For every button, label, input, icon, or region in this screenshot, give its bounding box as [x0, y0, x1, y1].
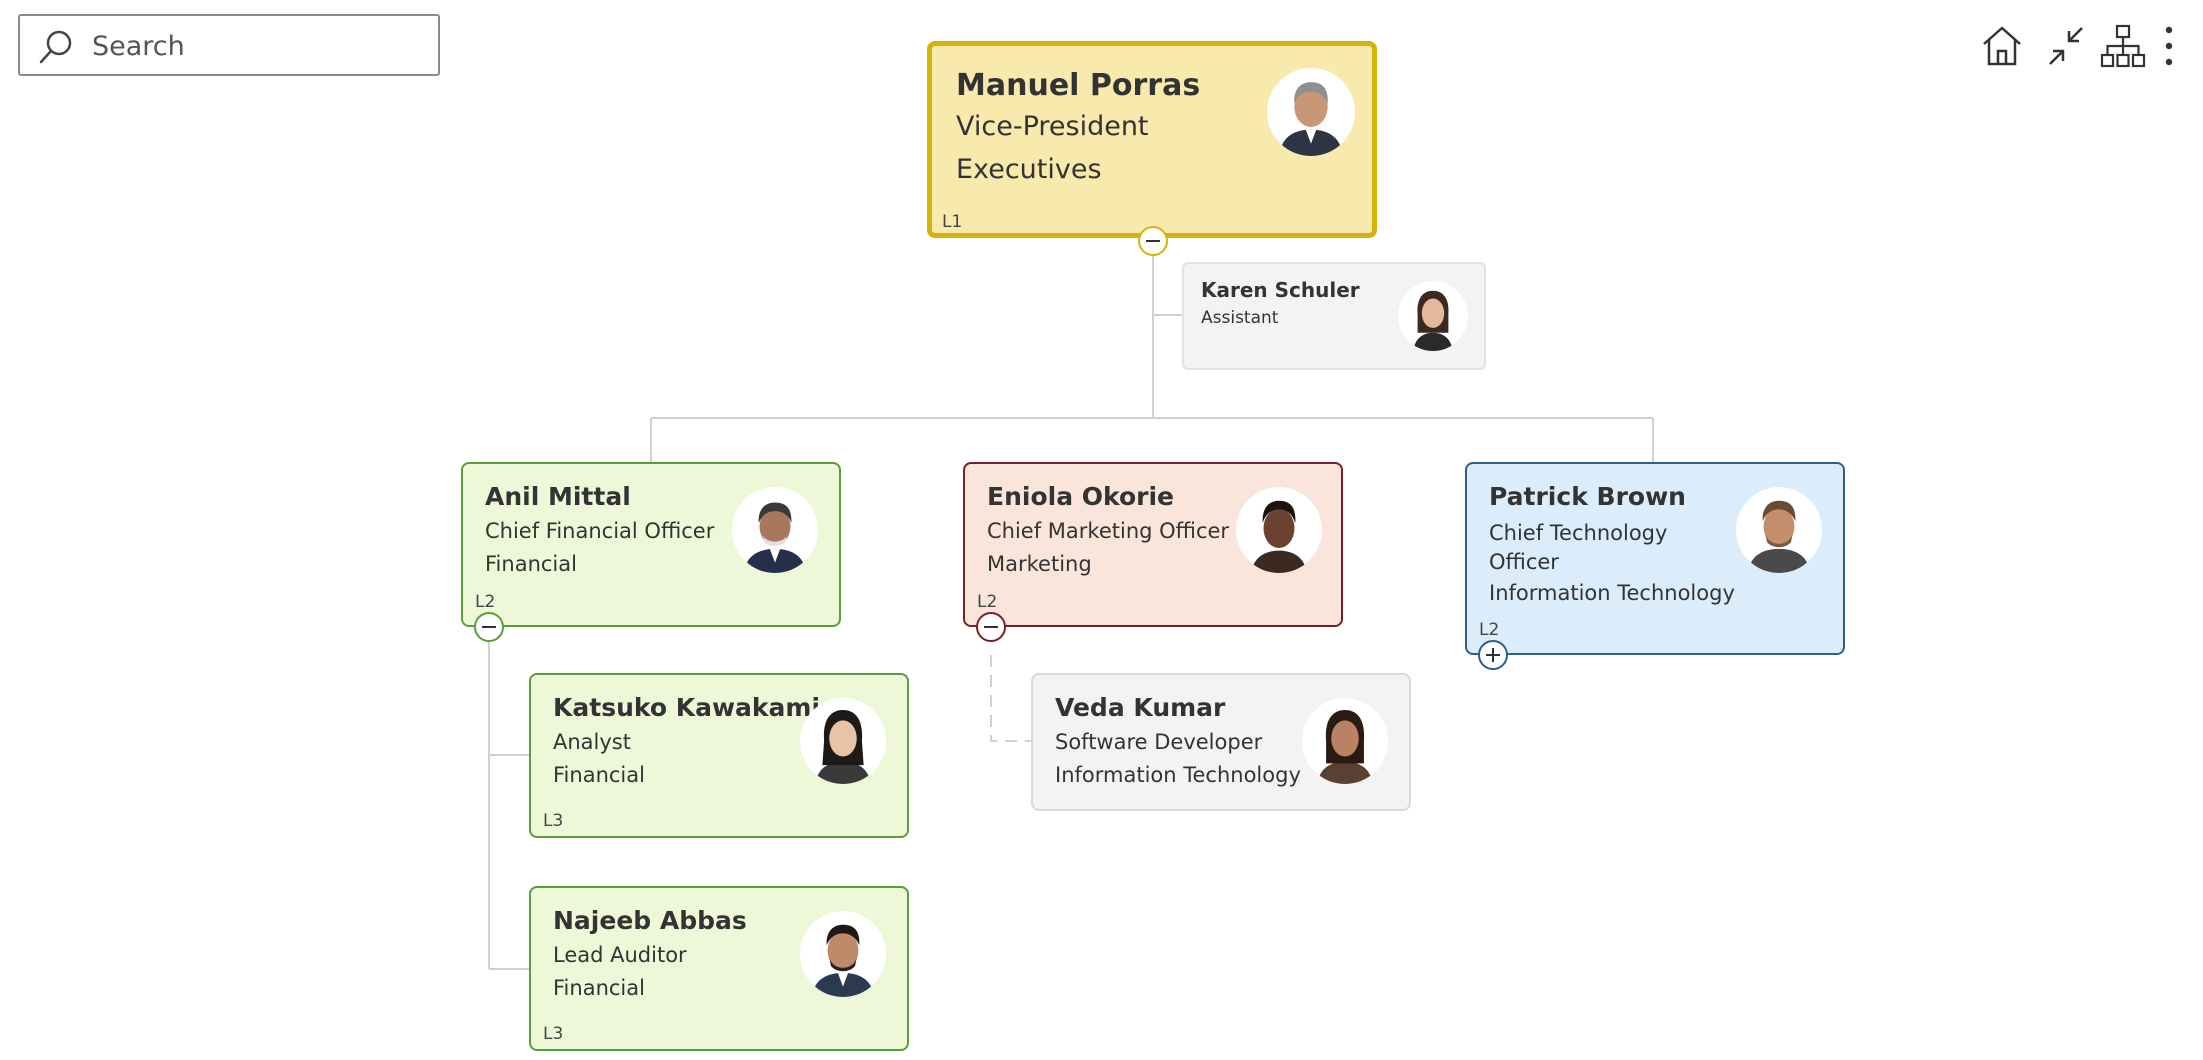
expand-toggle[interactable] — [1478, 640, 1508, 670]
person-department: Information Technology — [1055, 763, 1301, 787]
avatar — [1736, 487, 1822, 573]
person-department: Executives — [956, 154, 1102, 185]
person-card-anil-mittal[interactable]: Anil Mittal Chief Financial Officer Fina… — [461, 462, 841, 627]
person-name: Karen Schuler — [1201, 278, 1360, 302]
person-title: Chief Technology Officer — [1489, 521, 1668, 574]
avatar — [1267, 68, 1355, 156]
level-badge: L3 — [543, 811, 564, 831]
search-box[interactable] — [18, 14, 440, 76]
collapse-toggle[interactable] — [976, 612, 1006, 642]
person-name: Najeeb Abbas — [553, 906, 747, 935]
minus-icon — [984, 626, 998, 628]
person-title: Lead Auditor — [553, 943, 687, 967]
person-title: Assistant — [1201, 308, 1279, 328]
collapse-toggle[interactable] — [474, 612, 504, 642]
collapse-button[interactable] — [2042, 22, 2090, 74]
avatar — [800, 698, 886, 784]
person-card-eniola-okorie[interactable]: Eniola Okorie Chief Marketing Officer Ma… — [963, 462, 1343, 627]
org-layout-icon — [2100, 24, 2146, 68]
search-icon — [39, 30, 72, 64]
home-icon — [1983, 26, 2021, 66]
person-card-veda-kumar[interactable]: Veda Kumar Software Developer Informatio… — [1031, 673, 1411, 811]
level-badge: L2 — [977, 592, 998, 612]
person-title: Software Developer — [1055, 730, 1263, 754]
plus-icon — [1486, 648, 1500, 662]
avatar — [800, 911, 886, 997]
person-department: Financial — [553, 976, 645, 1000]
person-name: Anil Mittal — [485, 482, 631, 511]
person-name: Veda Kumar — [1055, 693, 1226, 722]
person-department: Financial — [553, 763, 645, 787]
person-card-manuel-porras[interactable]: Manuel Porras Vice-President Executives … — [927, 41, 1377, 238]
person-title: Analyst — [553, 730, 631, 754]
level-badge: L2 — [1479, 620, 1500, 640]
collapse-toggle[interactable] — [1138, 226, 1168, 256]
level-badge: L3 — [543, 1024, 564, 1044]
minus-icon — [1146, 240, 1160, 242]
search-input[interactable] — [90, 22, 424, 70]
person-title: Chief Financial Officer — [485, 519, 715, 543]
person-department: Marketing — [987, 552, 1092, 576]
person-name: Katsuko Kawakami — [553, 693, 821, 722]
more-options-button[interactable] — [2158, 22, 2180, 74]
level-badge: L1 — [942, 212, 963, 232]
avatar — [1302, 698, 1388, 784]
person-name: Manuel Porras — [956, 68, 1201, 103]
avatar — [1236, 487, 1322, 573]
person-card-karen-schuler[interactable]: Karen Schuler Assistant — [1182, 262, 1486, 370]
home-button[interactable] — [1978, 22, 2026, 74]
collapse-icon — [2049, 27, 2083, 65]
org-layout-button[interactable] — [2099, 22, 2147, 74]
level-badge: L2 — [475, 592, 496, 612]
person-card-katsuko-kawakami[interactable]: Katsuko Kawakami Analyst Financial L3 — [529, 673, 909, 838]
person-card-patrick-brown[interactable]: Patrick Brown Chief Technology Officer I… — [1465, 462, 1845, 655]
minus-icon — [482, 626, 496, 628]
more-options-icon — [2165, 26, 2173, 66]
person-name: Patrick Brown — [1489, 482, 1686, 511]
person-title: Vice-President — [956, 111, 1149, 142]
person-card-najeeb-abbas[interactable]: Najeeb Abbas Lead Auditor Financial L3 — [529, 886, 909, 1051]
avatar — [732, 487, 818, 573]
person-title: Chief Marketing Officer — [987, 519, 1230, 543]
avatar — [1398, 281, 1468, 351]
person-department: Information Technology — [1489, 581, 1735, 605]
person-name: Eniola Okorie — [987, 482, 1174, 511]
person-department: Financial — [485, 552, 577, 576]
